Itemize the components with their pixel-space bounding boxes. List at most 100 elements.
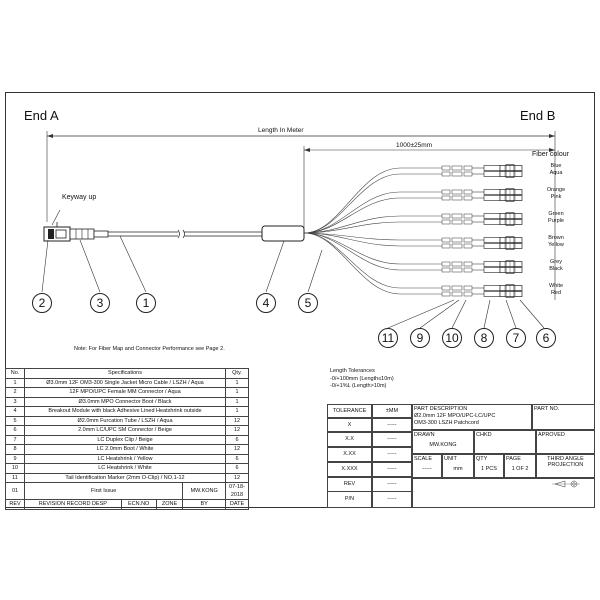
drawn-label: DRAWN xyxy=(414,432,435,438)
tolerance-value: ----- xyxy=(387,436,397,442)
table-cell: 1 xyxy=(225,377,249,388)
leg-sleeve xyxy=(451,165,463,171)
fiber-colour-top: Orange xyxy=(546,187,566,193)
leg-sleeve xyxy=(451,219,463,225)
tolerance-title: Length Tolerances xyxy=(330,368,375,374)
tolerance-line-1: -0/+100mm (Length≤10m) xyxy=(330,376,394,382)
mm-header: ±MM xyxy=(385,408,399,414)
page-label: PAGE xyxy=(506,456,521,462)
fiber-colour-top: White xyxy=(548,283,564,289)
balloon: 10 xyxy=(442,328,462,348)
fiber-colour-bottom: Pink xyxy=(550,194,562,200)
fiber-colour-top: Grey xyxy=(550,259,562,265)
blank-cell xyxy=(412,478,595,508)
tolerance-line-2: -0/+1%L (Length>10m) xyxy=(330,383,387,389)
fiber-leg xyxy=(303,221,442,234)
keyway-label: Keyway up xyxy=(62,194,97,201)
part-desc-label: PART DESCRIPTION xyxy=(414,406,468,412)
leg-sleeve xyxy=(463,261,473,267)
tolerance-row xyxy=(327,418,412,432)
leg-sleeve xyxy=(451,291,463,297)
tolerance-row xyxy=(327,447,412,462)
tolerance-label: X.X xyxy=(345,436,354,442)
table-cell: Tail Identification Marker (2mm O-Clip) … xyxy=(24,472,226,483)
leg-sleeve xyxy=(441,189,451,195)
part-no-label: PART NO. xyxy=(534,406,560,412)
leg-sleeve xyxy=(463,243,473,249)
leg-sleeve xyxy=(441,213,451,219)
balloon: 1 xyxy=(136,293,156,313)
lc-connector xyxy=(499,285,523,291)
table-cell: 12F MPO/UPC Female MM Connector / Aqua xyxy=(24,387,226,398)
lc-duplex-clip xyxy=(505,212,515,226)
leg-sleeve xyxy=(463,267,473,273)
table-cell: LC 2.0mm Boot / White xyxy=(24,444,226,455)
lc-boot xyxy=(483,267,501,273)
fiber-leg xyxy=(303,232,442,289)
table-cell: 1 xyxy=(225,406,249,417)
leg-sleeve xyxy=(451,261,463,267)
table-cell: 1 xyxy=(225,396,249,407)
leg-sleeve xyxy=(463,237,473,243)
leg-sleeve xyxy=(451,195,463,201)
fiber-colour-bottom: Purple xyxy=(548,218,564,224)
leg-sleeve xyxy=(451,237,463,243)
fiber-colour-bottom: Black xyxy=(549,266,563,272)
fiber-colour-bottom: Yellow xyxy=(548,242,564,248)
table-cell: LC Heatshrink / Yellow xyxy=(24,453,226,464)
qty-value: 1 PCS xyxy=(481,466,497,472)
leg-sleeve xyxy=(451,171,463,177)
table-cell: Ø3.0mm 12F OM3-300 Single Jacket Micro C… xyxy=(24,377,226,388)
table-cell: 6 xyxy=(225,453,249,464)
leg-sleeve xyxy=(441,261,451,267)
part-no-cell xyxy=(532,404,595,430)
lc-boot xyxy=(483,243,501,249)
part-desc-line-1: Ø2.0mm 12F MPO/UPC-LC/UPC xyxy=(414,413,496,419)
qty-label: QTY xyxy=(476,456,488,462)
projection-symbol-icon xyxy=(552,480,580,488)
lc-boot xyxy=(483,189,501,195)
balloon: 5 xyxy=(298,293,318,313)
balloon: 8 xyxy=(474,328,494,348)
fiber-leg xyxy=(303,215,442,234)
table-cell: 1 xyxy=(5,377,25,388)
table-cell: 12 xyxy=(225,425,249,436)
lc-duplex-clip xyxy=(505,164,515,178)
drawing-frame xyxy=(5,92,595,508)
table-cell: 2.0mm LC/UPC SM Connector / Beige xyxy=(24,425,226,436)
part-description-cell xyxy=(412,404,532,430)
leg-sleeve xyxy=(451,243,463,249)
table-cell: Breakout Module with black Adhesive Line… xyxy=(24,406,226,417)
lc-connector xyxy=(499,171,523,177)
lc-connector xyxy=(499,213,523,219)
table-cell: 10 xyxy=(5,463,25,474)
tolerance-value: ----- xyxy=(387,466,397,472)
table-cell: First Issue xyxy=(23,482,184,500)
page-value: 1 OF 2 xyxy=(511,466,529,472)
leg-sleeve xyxy=(441,165,451,171)
table-cell: REVISION RECORD DESP xyxy=(24,499,122,510)
table-cell: DATE xyxy=(225,499,249,510)
fiber-colour-bottom: Red xyxy=(550,290,562,296)
lc-boot xyxy=(483,213,501,219)
balloon: 7 xyxy=(506,328,526,348)
scale-value: ----- xyxy=(422,466,432,472)
leg-sleeve xyxy=(441,267,451,273)
lc-boot xyxy=(483,237,501,243)
table-cell: 1 xyxy=(225,387,249,398)
leg-sleeve xyxy=(463,165,473,171)
leg-sleeve xyxy=(463,213,473,219)
lc-connector xyxy=(499,189,523,195)
tolerance-row xyxy=(327,477,412,492)
drawn-cell xyxy=(412,430,474,454)
leg-sleeve xyxy=(441,195,451,201)
lc-boot xyxy=(483,291,501,297)
fiber-colour-top: Brown xyxy=(548,235,564,241)
table-cell: 5 xyxy=(5,415,25,426)
